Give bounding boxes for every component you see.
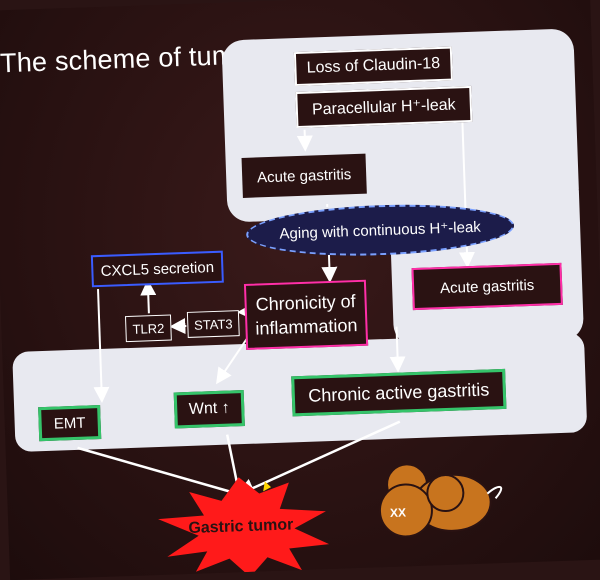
stat3-box: STAT3 — [187, 310, 240, 338]
loss-claudin-box: Loss of Claudin-18 — [294, 47, 453, 86]
cxcl5-box: CXCL5 secretion — [91, 251, 224, 288]
wnt-label: Wnt ↑ — [189, 400, 230, 419]
tumor-label: Gastric tumor — [188, 516, 293, 538]
acute-gastritis-right-box: Acute gastritis — [411, 263, 562, 310]
paracellular-box: Paracellular H⁺-leak — [295, 86, 472, 128]
paracellular-label: Paracellular H⁺-leak — [312, 94, 456, 119]
emt-label: EMT — [54, 414, 86, 432]
cxcl5-label: CXCL5 secretion — [100, 258, 214, 279]
svg-text:XX: XX — [390, 505, 406, 520]
chronicity-line1: Chronicity of — [255, 289, 356, 316]
acute-gastritis-right-label: Acute gastritis — [440, 276, 535, 296]
chronicity-line2: inflammation — [255, 313, 358, 341]
tlr2-box: TLR2 — [125, 315, 172, 343]
wnt-box: Wnt ↑ — [174, 390, 245, 428]
acute-gastritis-top-label: Acute gastritis — [257, 166, 352, 186]
chronicity-box: Chronicity of inflammation — [244, 280, 368, 350]
loss-claudin-label: Loss of Claudin-18 — [306, 55, 440, 78]
chronic-active-label: Chronic active gastritis — [308, 379, 490, 406]
chronic-active-box: Chronic active gastritis — [291, 369, 506, 416]
stat3-label: STAT3 — [194, 316, 233, 332]
aging-label: Aging with continuous H⁺-leak — [279, 218, 481, 243]
mouse-icon: XX — [378, 461, 502, 537]
tlr2-label: TLR2 — [132, 320, 164, 336]
emt-box: EMT — [38, 405, 101, 441]
acute-gastritis-top-box: Acute gastritis — [242, 154, 367, 198]
